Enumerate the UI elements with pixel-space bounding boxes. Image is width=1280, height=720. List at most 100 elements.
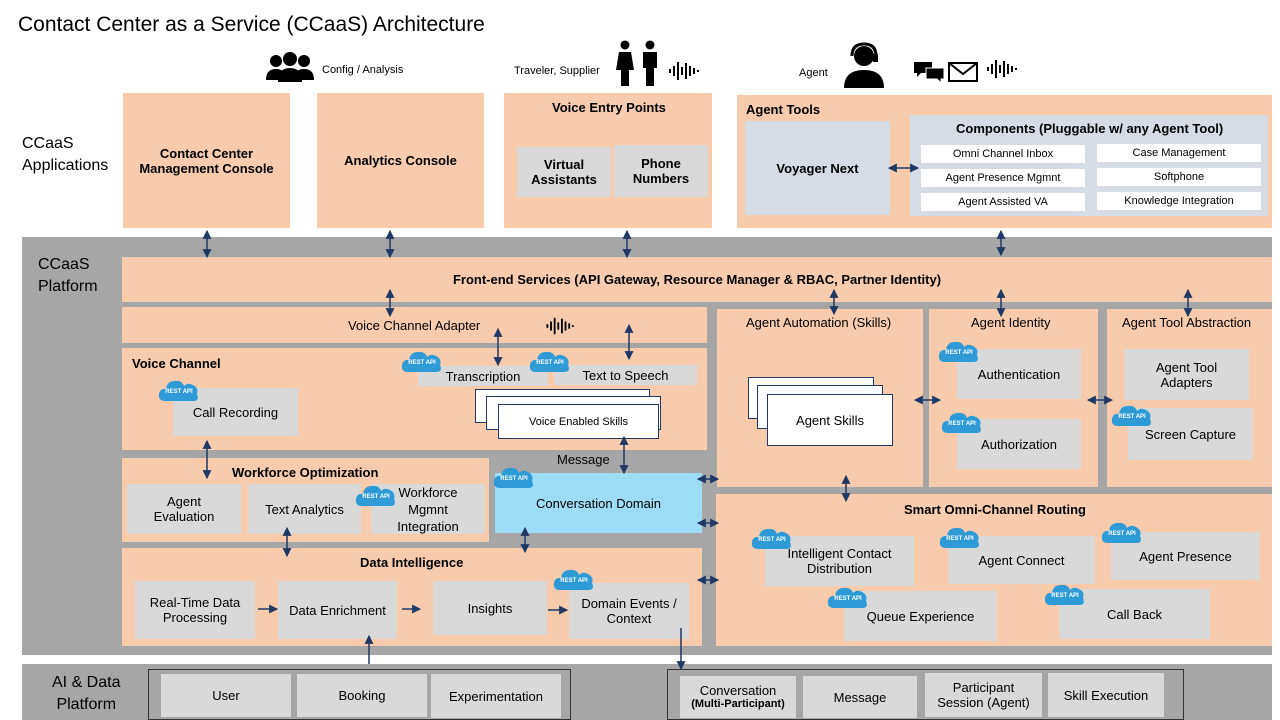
ai-conversation-sub: (Multi-Participant)	[691, 698, 785, 710]
data-intelligence-title: Data Intelligence	[360, 555, 464, 570]
authorization-box: Authorization	[957, 419, 1081, 469]
voice-entry-points-box: Voice Entry Points Virtual Assistants Ph…	[504, 93, 712, 228]
text-analytics-box: Text Analytics	[248, 484, 361, 534]
ai-skill-execution-box: Skill Execution	[1048, 673, 1164, 717]
travelers-icon	[616, 40, 657, 86]
components-title: Components (Pluggable w/ any Agent Tool)	[956, 121, 1224, 136]
ai-user-box: User	[161, 674, 291, 717]
agent-identity-box: Agent Identity Authentication Authorizat…	[929, 309, 1098, 487]
voice-adapter-title: Voice Channel Adapter	[348, 318, 481, 333]
rest-api-label: REST API	[945, 350, 973, 356]
ai-booking-box: Booking	[297, 674, 427, 717]
component-item: Case Management	[1097, 144, 1261, 162]
soundwave-icon	[546, 317, 574, 335]
agent-evaluation-box: Agent Evaluation	[127, 484, 241, 534]
data-enrichment-box: Data Enrichment	[278, 581, 397, 639]
rest-api-label: REST API	[536, 360, 564, 366]
cloud-rest-api-icon: REST API	[938, 524, 982, 550]
ai-conversation-box: Conversation (Multi-Participant)	[680, 676, 796, 718]
domain-events-box: Domain Events / Context	[569, 583, 689, 639]
component-item: Softphone	[1097, 168, 1261, 186]
component-item: Knowledge Integration	[1097, 192, 1261, 210]
rest-api-label: REST API	[946, 536, 974, 542]
analytics-console-box: Analytics Console	[317, 93, 484, 228]
ccmc-box: Contact Center Management Console	[123, 93, 290, 228]
voice-enabled-skills-box: Voice Enabled Skills	[498, 404, 659, 439]
cloud-rest-api-icon: REST API	[157, 377, 201, 403]
cloud-rest-api-icon: REST API	[937, 338, 981, 364]
envelope-icon	[948, 62, 978, 82]
wfo-title: Workforce Optimization	[232, 465, 379, 480]
rest-api-label: REST API	[1108, 531, 1136, 537]
rest-api-label: REST API	[1118, 414, 1146, 420]
rest-api-label: REST API	[560, 578, 588, 584]
queue-experience-box: Queue Experience	[844, 591, 997, 641]
agent-tools-title: Agent Tools	[746, 102, 821, 117]
row-label-applications: CCaaS Applications	[22, 135, 109, 174]
message-label: Message	[557, 452, 610, 467]
agent-skills-box: Agent Skills	[767, 394, 893, 446]
voice-channel-adapter-box: Voice Channel Adapter	[122, 307, 707, 343]
agent-connect-box: Agent Connect	[948, 536, 1095, 584]
voice-entry-title: Voice Entry Points	[552, 100, 666, 115]
rtdp-box: Real-Time Data Processing	[135, 581, 255, 639]
traveler-supplier-label: Traveler, Supplier	[514, 65, 600, 77]
row-label-ai: AI & Data Platform	[52, 674, 121, 713]
rest-api-label: REST API	[362, 494, 390, 500]
cloud-rest-api-icon: REST API	[1100, 519, 1144, 545]
rest-api-label: REST API	[948, 421, 976, 427]
workforce-optimization-box: Workforce Optimization Agent Evaluation …	[122, 458, 489, 542]
cloud-rest-api-icon: REST API	[354, 482, 398, 508]
virtual-assistants-box: Virtual Assistants	[517, 147, 611, 197]
cloud-rest-api-icon: REST API	[750, 525, 794, 551]
cloud-rest-api-icon: REST API	[1043, 581, 1087, 607]
ai-message-box: Message	[803, 676, 917, 718]
cloud-rest-api-icon: REST API	[528, 348, 572, 374]
soundwave-icon	[987, 60, 1017, 78]
transcription-box: Transcription	[418, 366, 548, 386]
call-back-box: Call Back	[1059, 589, 1210, 639]
config-analysis-label: Config / Analysis	[322, 64, 404, 76]
rest-api-label: REST API	[834, 596, 862, 602]
routing-title: Smart Omni-Channel Routing	[904, 502, 1086, 517]
people-icon	[266, 52, 314, 82]
agent-automation-title: Agent Automation (Skills)	[746, 315, 892, 330]
component-item: Agent Presence Mgmnt	[921, 169, 1085, 187]
text-to-speech-box: Text to Speech	[554, 365, 697, 385]
routing-box: Smart Omni-Channel Routing Intelligent C…	[716, 494, 1272, 646]
rest-api-label: REST API	[758, 537, 786, 543]
voice-channel-title: Voice Channel	[132, 356, 221, 371]
soundwave-icon	[669, 62, 699, 80]
page-title: Contact Center as a Service (CCaaS) Arch…	[18, 13, 485, 36]
agent-identity-title: Agent Identity	[971, 315, 1051, 330]
chat-bubbles-icon	[914, 62, 945, 84]
rest-api-label: REST API	[165, 389, 193, 395]
ai-experimentation-box: Experimentation	[431, 674, 561, 718]
data-intelligence-box: Data Intelligence Real-Time Data Process…	[122, 548, 702, 646]
cloud-rest-api-icon: REST API	[826, 584, 870, 610]
cloud-rest-api-icon: REST API	[400, 348, 444, 374]
frontend-services-box: Front-end Services (API Gateway, Resourc…	[122, 257, 1272, 302]
cloud-rest-api-icon: REST API	[940, 409, 984, 435]
headset-agent-icon	[844, 42, 884, 88]
voyager-next-box: Voyager Next	[745, 121, 890, 215]
components-box: Components (Pluggable w/ any Agent Tool)…	[910, 115, 1268, 216]
row-label-platform: CCaaS Platform	[38, 256, 98, 295]
insights-box: Insights	[433, 581, 547, 635]
cloud-rest-api-icon: REST API	[552, 566, 596, 592]
component-item: Omni Channel Inbox	[921, 145, 1085, 163]
agent-tool-adapters-box: Agent Tool Adapters	[1124, 349, 1249, 400]
rest-api-label: REST API	[1051, 593, 1079, 599]
agent-tools-box: Agent Tools Voyager Next Components (Plu…	[737, 95, 1272, 228]
agent-tool-abstraction-box: Agent Tool Abstraction Agent Tool Adapte…	[1107, 309, 1272, 487]
rest-api-label: REST API	[500, 476, 528, 482]
ai-participant-box: Participant Session (Agent)	[925, 673, 1042, 717]
phone-numbers-box: Phone Numbers	[614, 145, 708, 197]
agent-tool-abstraction-title: Agent Tool Abstraction	[1122, 315, 1252, 330]
component-item: Agent Assisted VA	[921, 193, 1085, 211]
cloud-rest-api-icon: REST API	[1110, 402, 1154, 428]
ai-conversation-label: Conversation	[699, 683, 777, 698]
cloud-rest-api-icon: REST API	[492, 464, 536, 490]
rest-api-label: REST API	[408, 360, 436, 366]
agent-persona-label: Agent	[799, 67, 828, 79]
